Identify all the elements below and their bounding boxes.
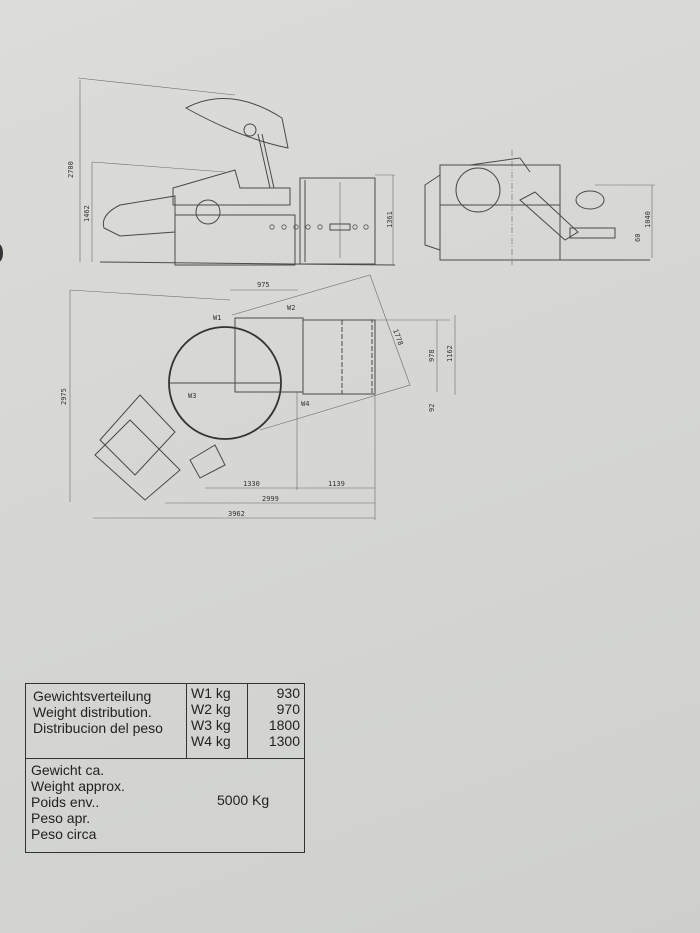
dim-1040: 1040 bbox=[644, 211, 652, 228]
point-value: 1800 bbox=[268, 717, 300, 733]
point-label: W1 kg bbox=[191, 685, 231, 701]
total-label: Peso apr. bbox=[31, 810, 91, 826]
dim-92: 92 bbox=[428, 404, 436, 412]
total-label: Weight approx. bbox=[31, 778, 125, 794]
dim-1462: 1462 bbox=[83, 205, 91, 222]
point-value: 1300 bbox=[268, 733, 300, 749]
dim-1162: 1162 bbox=[446, 345, 454, 362]
total-label: Peso circa bbox=[31, 826, 97, 842]
label-de: Gewichtsverteilung bbox=[33, 688, 152, 704]
dim-2999: 2999 bbox=[262, 495, 279, 503]
point-label: W4 kg bbox=[191, 733, 231, 749]
total-weight-value: 5000 Kg bbox=[217, 792, 270, 808]
dim-60: 60 bbox=[634, 234, 642, 242]
point-w3: W3 bbox=[188, 392, 196, 400]
point-w2: W2 bbox=[287, 304, 295, 312]
binder-hole bbox=[0, 244, 3, 262]
dim-3962: 3962 bbox=[228, 510, 245, 518]
weight-table: Gewichtsverteilung Weight distribution. … bbox=[25, 683, 305, 853]
ventilation-holes bbox=[269, 224, 369, 230]
dim-2700: 2700 bbox=[67, 161, 75, 178]
total-label: Poids env.. bbox=[31, 794, 100, 810]
point-w1: W1 bbox=[213, 314, 221, 322]
dim-978: 978 bbox=[428, 349, 436, 362]
point-value: 970 bbox=[276, 701, 300, 717]
top-view: 2975 975 1778 978 1162 92 W1 W2 W3 W4 13… bbox=[60, 274, 456, 520]
dim-975: 975 bbox=[257, 281, 270, 289]
dim-1778: 1778 bbox=[391, 328, 404, 347]
dim-2975: 2975 bbox=[60, 388, 68, 405]
label-es: Distribucion del peso bbox=[33, 720, 163, 736]
dim-1361: 1361 bbox=[386, 211, 394, 228]
total-label: Gewicht ca. bbox=[31, 762, 105, 778]
label-en: Weight distribution. bbox=[33, 704, 152, 720]
dim-1330: 1330 bbox=[243, 480, 260, 488]
total-weight-labels: Gewicht ca. Weight approx. Poids env.. P… bbox=[31, 762, 125, 842]
point-label: W2 kg bbox=[191, 701, 231, 717]
end-view: 1040 60 bbox=[424, 150, 655, 265]
side-view: 2700 1462 1361 bbox=[67, 77, 396, 266]
point-w4: W4 bbox=[301, 400, 309, 408]
point-label: W3 kg bbox=[191, 717, 231, 733]
weight-distribution-section: Gewichtsverteilung Weight distribution. … bbox=[26, 684, 304, 759]
point-value: 930 bbox=[276, 685, 300, 701]
dim-1139: 1139 bbox=[328, 480, 345, 488]
